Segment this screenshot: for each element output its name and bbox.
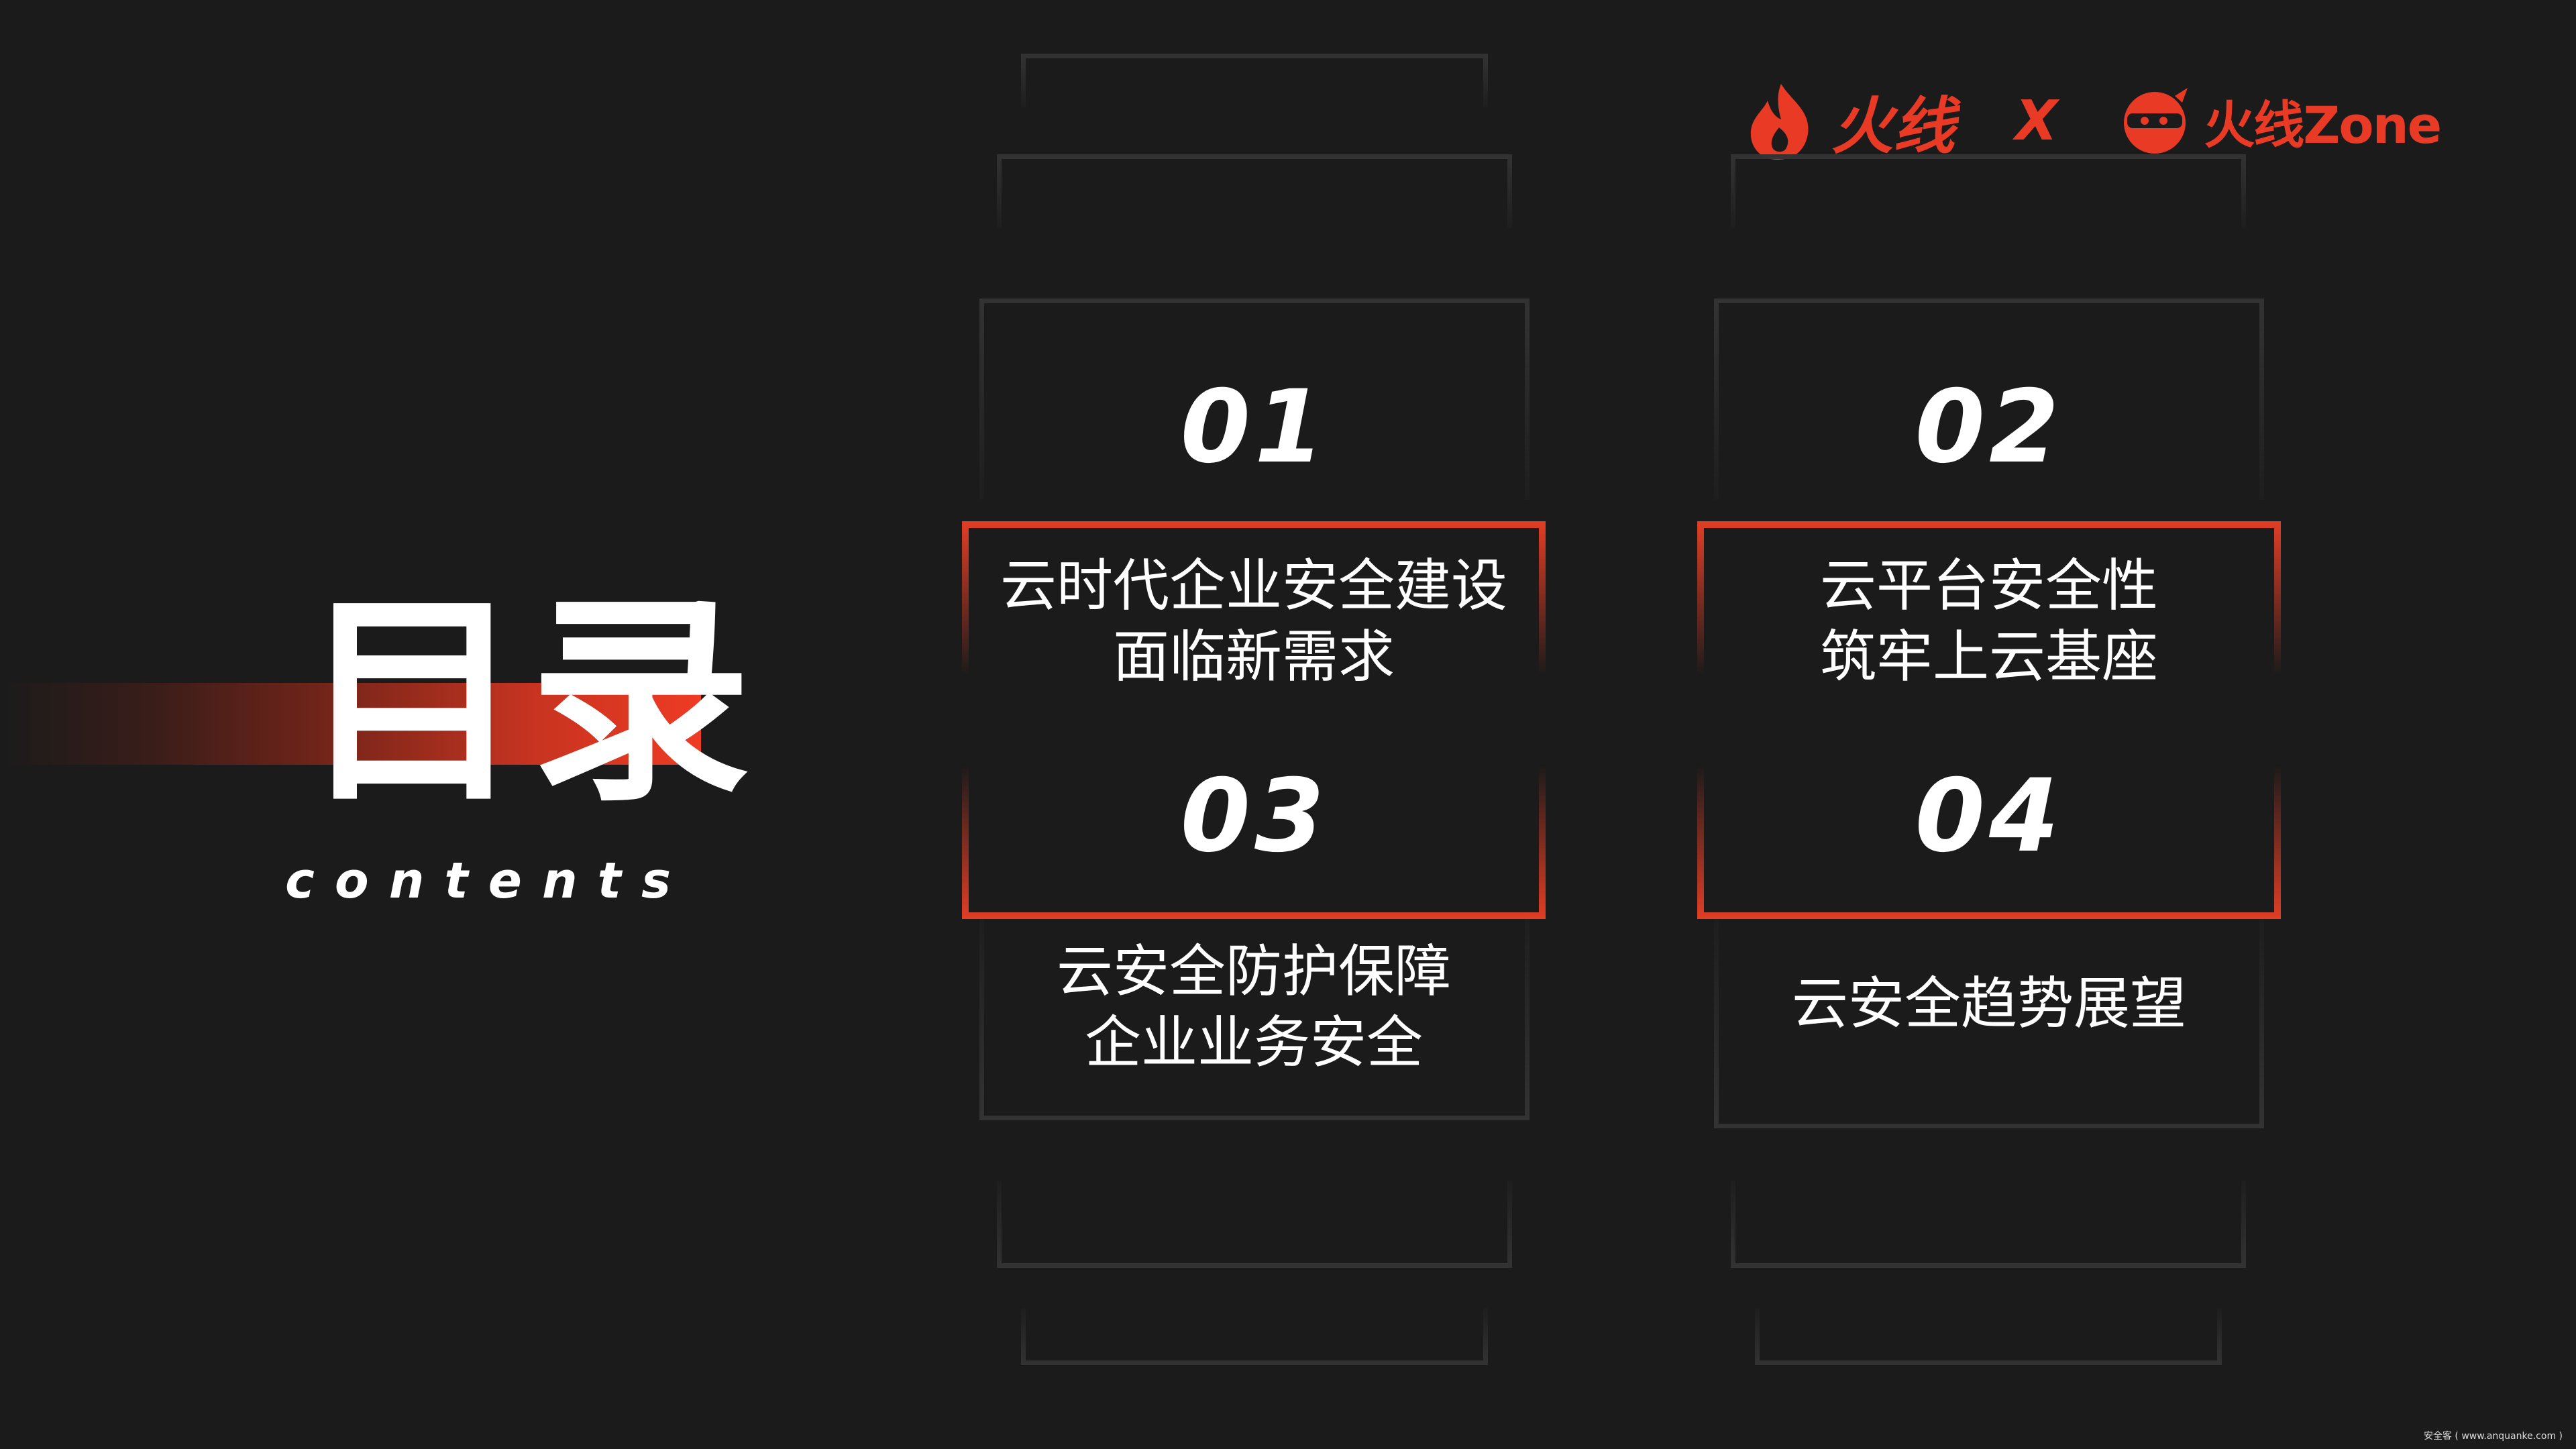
item-number-04: 04	[1915, 758, 2063, 875]
frame-line	[1021, 1308, 1488, 1365]
frame-line	[1731, 154, 2246, 228]
highlight-frame	[962, 521, 1546, 676]
highlight-frame	[1697, 765, 2281, 919]
item-line: 企业业务安全	[1084, 1010, 1423, 1075]
frame-line	[979, 299, 1529, 500]
item-text-01: 云时代企业安全建设 面临新需求	[962, 550, 1546, 692]
brand-separator: X	[2015, 89, 2058, 153]
footer-watermark: 安全客 ( www.anquanke.com )	[2423, 1431, 2563, 1442]
frame-line	[979, 912, 1529, 1120]
item-text-02: 云平台安全性 筑牢上云基座	[1697, 550, 2281, 692]
frame-line	[1755, 1308, 2222, 1365]
page-subtitle: contents	[285, 852, 692, 910]
frame-line	[997, 154, 1512, 228]
item-text-03: 云安全防护保障 企业业务安全	[962, 936, 1546, 1078]
title-accent-band	[0, 683, 701, 765]
item-line: 云安全防护保障	[1056, 938, 1451, 1004]
item-number-02: 02	[1915, 369, 2063, 486]
item-line: 筑牢上云基座	[1819, 624, 2158, 690]
item-text-04: 云安全趋势展望	[1714, 968, 2264, 1039]
item-number-01: 01	[1180, 369, 1329, 486]
flame-logo-icon	[1750, 84, 1809, 160]
frame-line	[1714, 299, 2264, 500]
ninja-logo-icon	[2124, 88, 2188, 154]
frame-line	[997, 1181, 1512, 1268]
item-line: 面临新需求	[1112, 624, 1395, 690]
brand-name-left: 火线	[1831, 90, 1955, 162]
page-title: 目录	[302, 571, 758, 831]
frame-line	[1714, 919, 2264, 1128]
highlight-frame	[1697, 521, 2281, 676]
brand-logos: 火线 X 火线Zone	[1744, 80, 2442, 162]
highlight-frame	[962, 765, 1546, 919]
brand-name-right: 火线Zone	[2204, 95, 2442, 155]
item-line: 云平台安全性	[1819, 553, 2158, 619]
item-number-03: 03	[1180, 758, 1329, 875]
item-line: 云时代企业安全建设	[1000, 553, 1507, 619]
frame-line	[1021, 54, 1488, 107]
frame-line	[1731, 1181, 2246, 1268]
item-line: 云安全趋势展望	[1791, 971, 2186, 1036]
